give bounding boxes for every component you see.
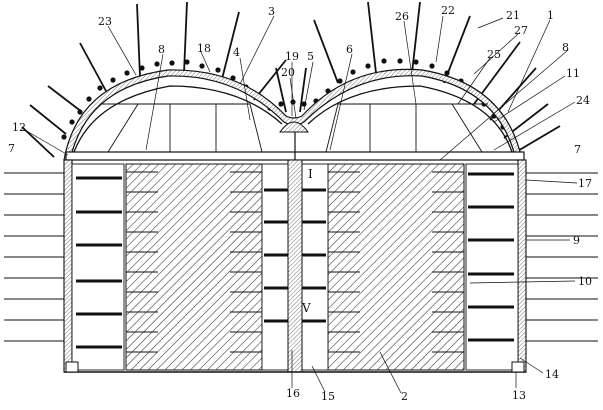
central-drift [261, 159, 329, 373]
label-7-right: 7 [574, 143, 581, 156]
label-18: 18 [197, 42, 211, 55]
stage-label-upper: I [308, 167, 313, 181]
left-rock-core [125, 163, 263, 371]
label-20: 20 [281, 66, 295, 79]
right-side-wall [517, 159, 527, 373]
label-17: 17 [578, 177, 592, 190]
label-7-left: 7 [8, 142, 15, 155]
label-10: 10 [578, 275, 592, 288]
label-4: 4 [233, 46, 240, 59]
core-bolts-right [328, 171, 464, 353]
label-16: 16 [286, 387, 300, 400]
core-bolts-left [126, 171, 262, 353]
label-8-left: 8 [158, 43, 165, 56]
outer-arch-lining [63, 68, 523, 161]
label-3: 3 [268, 5, 275, 18]
label-14: 14 [545, 368, 559, 381]
label-2: 2 [401, 390, 408, 403]
stage-label-lower: V [301, 301, 311, 315]
label-19: 19 [285, 50, 299, 63]
part-labels: 23 8 18 3 4 19 20 5 6 26 22 21 1 27 25 8… [8, 4, 592, 403]
label-27: 27 [514, 24, 528, 37]
label-11: 11 [566, 67, 580, 80]
label-22: 22 [441, 4, 455, 17]
ground-anchors [4, 172, 598, 342]
label-26: 26 [395, 10, 409, 23]
tunnel-invert [64, 361, 526, 373]
left-side-wall [63, 159, 73, 373]
label-8-right: 8 [562, 41, 569, 54]
right-outer-drift [465, 163, 519, 371]
label-23: 23 [98, 15, 112, 28]
label-24: 24 [576, 94, 590, 107]
inner-arch-support [73, 85, 513, 153]
label-13: 13 [512, 389, 526, 402]
label-12: 12 [12, 121, 26, 134]
label-leaders [24, 15, 578, 394]
left-outer-drift [71, 163, 125, 371]
label-6: 6 [346, 43, 353, 56]
label-1: 1 [547, 9, 554, 22]
right-rock-core [327, 163, 465, 371]
center-vault [279, 121, 309, 133]
radial-bolts [21, 1, 561, 158]
label-25: 25 [487, 48, 501, 61]
label-9: 9 [573, 234, 580, 247]
label-21: 21 [506, 9, 520, 22]
label-5: 5 [307, 50, 314, 63]
label-15: 15 [321, 390, 335, 403]
